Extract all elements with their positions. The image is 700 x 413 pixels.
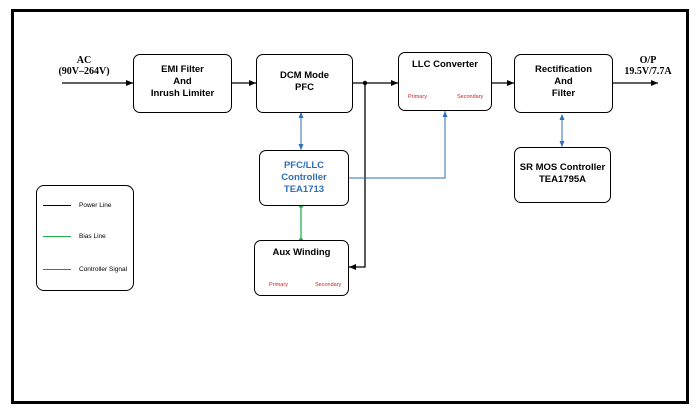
rect-line2: And — [554, 76, 573, 87]
legend-item-power: Power Line — [43, 202, 112, 209]
ctrl-line3: TEA1713 — [283, 184, 325, 195]
emi-line2: And — [173, 76, 192, 87]
dcm-pfc-block: DCM Mode PFC — [256, 54, 353, 113]
aux-secondary-label: Secondary — [315, 282, 342, 288]
ctrl-line2: Controller — [281, 172, 327, 183]
sr-line2: TEA1795A — [539, 174, 586, 185]
legend-swatch-signal — [43, 268, 71, 271]
ac-input-label: AC (90V–264V) — [54, 55, 114, 77]
aux-winding-block: Aux Winding Primary Secondary — [254, 240, 349, 296]
llc-title: LLC Converter — [412, 59, 478, 70]
junction-dot — [362, 80, 368, 86]
aux-primary-label: Primary — [269, 282, 288, 288]
legend-item-bias: Bias Line — [43, 233, 106, 240]
power-line-aux-return — [349, 83, 366, 270]
output-title: O/P — [639, 55, 657, 66]
legend-item-signal: Controller Signal — [43, 266, 127, 273]
emi-line3: Inrush Limiter — [150, 88, 215, 99]
pfc-llc-controller-block: PFC/LLC Controller TEA1713 — [259, 150, 349, 206]
emi-filter-block: EMI Filter And Inrush Limiter — [133, 54, 232, 113]
rectification-block: Rectification And Filter — [514, 54, 613, 113]
output-label: O/P 19.5V/7.7A — [613, 55, 683, 77]
ctrl-line1: PFC/LLC — [283, 160, 325, 171]
legend-label-power: Power Line — [79, 202, 112, 209]
legend-label-signal: Controller Signal — [79, 266, 128, 273]
dcm-line1: DCM Mode — [279, 70, 330, 81]
aux-title: Aux Winding — [272, 247, 331, 258]
llc-secondary-label: Secondary — [457, 94, 484, 100]
legend-label-bias: Bias Line — [79, 233, 106, 240]
sr-line1: SR MOS Controller — [519, 162, 606, 173]
llc-converter-block: LLC Converter Primary Secondary — [398, 52, 492, 111]
sr-mos-controller-block: SR MOS Controller TEA1795A — [514, 147, 611, 203]
legend-swatch-power — [43, 204, 71, 207]
ac-range: (90V–264V) — [58, 66, 110, 77]
legend: Power Line Bias Line Controller Signal — [36, 185, 134, 291]
rect-line1: Rectification — [534, 64, 592, 75]
llc-primary-label: Primary — [408, 94, 427, 100]
output-value: 19.5V/7.7A — [624, 66, 672, 77]
diagram-frame — [11, 9, 689, 404]
dcm-line2: PFC — [295, 82, 314, 93]
legend-swatch-bias — [43, 235, 71, 238]
signal-ctrl-llc — [349, 111, 448, 179]
ac-title: AC — [76, 55, 92, 66]
rect-line3: Filter — [551, 88, 576, 99]
emi-line1: EMI Filter — [161, 64, 204, 75]
